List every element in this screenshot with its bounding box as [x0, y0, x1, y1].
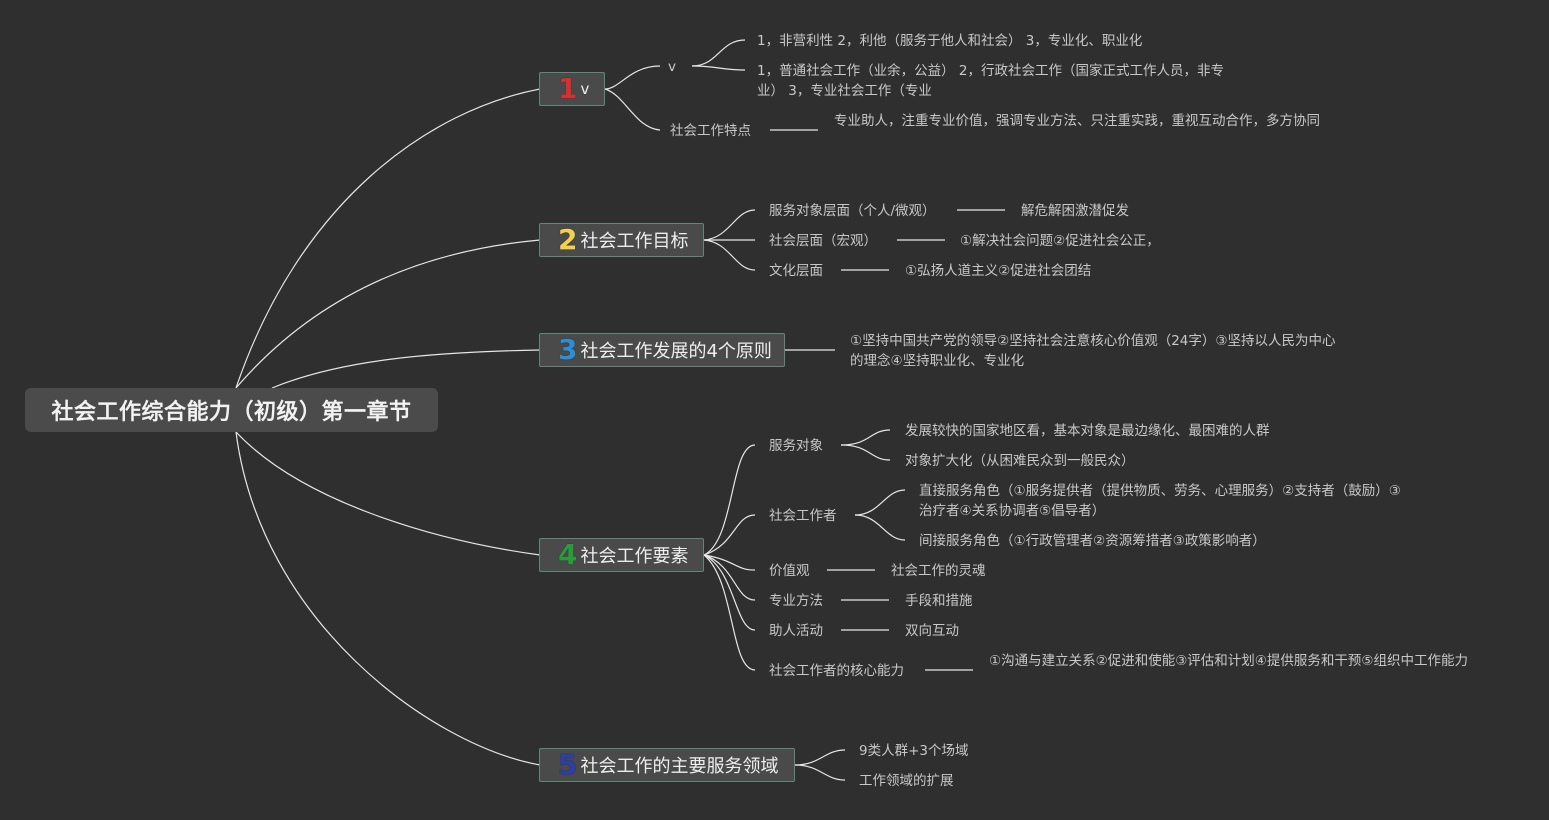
number-3-icon: 3 — [558, 333, 578, 366]
branch-4-pair-1-value: 社会工作的灵魂 — [891, 563, 986, 579]
branch-4-pair-2-label[interactable]: 专业方法 — [769, 593, 823, 609]
branch-2-item-2-value: ①解决社会问题②促进社会公正， — [960, 233, 1160, 249]
branch-5-label: 社会工作的主要服务领域 — [580, 756, 779, 777]
branch-4-pair-2-value: 手段和措施 — [905, 593, 973, 609]
branch-2-item-1-value: 解危解困激潜促发 — [1021, 203, 1129, 219]
branch-1-label: v — [580, 80, 590, 98]
branch-1-v-item-1: 1，非营利性 2，利他（服务于他人和社会） 3，专业化、职业化 — [757, 33, 1143, 49]
branch-4-pair-1-label[interactable]: 价值观 — [769, 563, 810, 579]
number-1-icon: 1 — [558, 72, 578, 105]
branch-4-worker-item-2: 间接服务角色（①行政管理者②资源筹措者③政策影响者） — [919, 533, 1266, 549]
branch-4-service-label[interactable]: 服务对象 — [769, 438, 823, 454]
branch-2-item-1-label[interactable]: 服务对象层面（个人/微观） — [769, 203, 936, 219]
branch-4-service-item-1: 发展较快的国家地区看，基本对象是最边缘化、最困难的人群 — [905, 423, 1270, 439]
branch-4-pair-3-value: 双向互动 — [905, 623, 959, 639]
branch-3-label: 社会工作发展的4个原则 — [580, 341, 772, 362]
branch-1-node[interactable]: 1 v — [539, 72, 605, 106]
branch-4-service-item-2: 对象扩大化（从困难民众到一般民众） — [905, 453, 1135, 469]
branch-3-node[interactable]: 3 社会工作发展的4个原则 — [539, 333, 785, 367]
branch-4-label: 社会工作要素 — [580, 546, 689, 567]
branch-1-feature-label[interactable]: 社会工作特点 — [670, 123, 751, 139]
branch-5-node[interactable]: 5 社会工作的主要服务领域 — [539, 748, 795, 782]
number-4-icon: 4 — [558, 538, 578, 571]
branch-1-feature-value: 专业助人，注重专业价值，强调专业方法、只注重实践，重视互动合作，多方协同 — [834, 113, 1320, 129]
branch-2-item-3-value: ①弘扬人道主义②促进社会团结 — [905, 263, 1092, 279]
branch-5-item-2: 工作领域的扩展 — [859, 773, 954, 789]
branch-4-worker-label[interactable]: 社会工作者 — [769, 508, 837, 524]
branch-4-pair-4-value: ①沟通与建立关系②促进和使能③评估和计划④提供服务和干预⑤组织中工作能力 — [989, 653, 1469, 669]
branch-4-pair-4-label[interactable]: 社会工作者的核心能力 — [769, 663, 904, 679]
number-5-icon: 5 — [558, 748, 578, 781]
branch-2-item-3-label[interactable]: 文化层面 — [769, 263, 823, 279]
number-2-icon: 2 — [558, 223, 578, 256]
branch-2-label: 社会工作目标 — [580, 231, 689, 252]
branch-2-node[interactable]: 2 社会工作目标 — [539, 223, 704, 257]
branch-4-node[interactable]: 4 社会工作要素 — [539, 538, 704, 572]
root-title: 社会工作综合能力（初级）第一章节 — [51, 400, 412, 425]
branch-5-item-1: 9类人群+3个场域 — [859, 743, 969, 759]
root-node[interactable]: 社会工作综合能力（初级）第一章节 — [25, 388, 438, 432]
branch-1-v-item-2: 1，普通社会工作（业余，公益） 2，行政社会工作（国家正式工作人员，非专业） 3… — [757, 63, 1224, 99]
branch-3-value: ①坚持中国共产党的领导②坚持社会注意核心价值观（24字）③坚持以人民为中心的理念… — [850, 333, 1336, 369]
branch-4-pair-3-label[interactable]: 助人活动 — [769, 623, 823, 639]
branch-4-worker-item-1: 直接服务角色（①服务提供者（提供物质、劳务、心理服务）②支持者（鼓励）③治疗者④… — [919, 483, 1401, 519]
branch-1-v-node[interactable]: v — [668, 59, 676, 75]
branch-2-item-2-label[interactable]: 社会层面（宏观） — [769, 233, 877, 249]
